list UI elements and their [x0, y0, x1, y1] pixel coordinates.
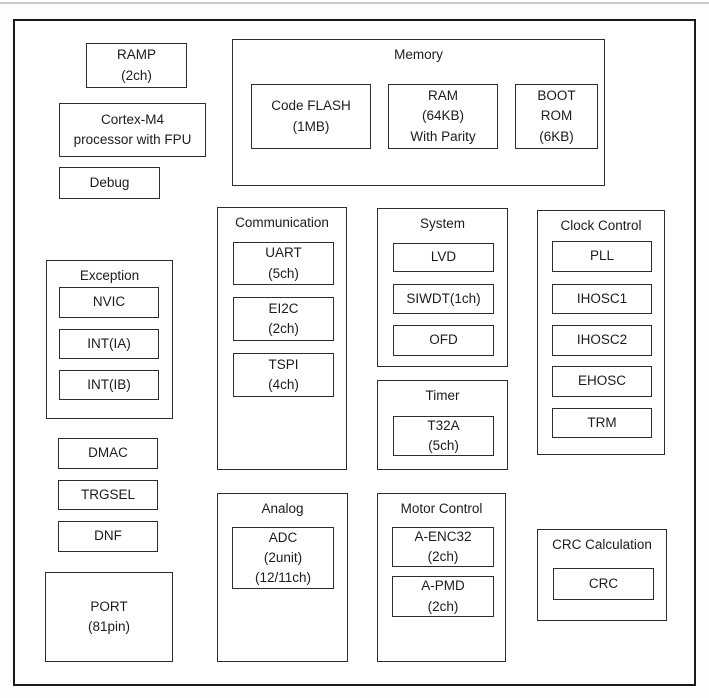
block-ehosc: EHOSC [552, 366, 652, 397]
group-memory: Memory Code FLASH (1MB) RAM (64KB) With … [232, 39, 605, 186]
group-communication-title: Communication [235, 215, 329, 230]
group-timer-title: Timer [425, 388, 460, 403]
group-analog-title: Analog [261, 501, 304, 516]
block-tspi: TSPI (4ch) [233, 353, 334, 397]
block-nvic-label: NVIC [92, 294, 126, 310]
group-clock-control: Clock Control PLL IHOSC1 IHOSC2 EHOSC TR… [537, 210, 665, 455]
block-cortex-m4: Cortex-M4 processor with FPU [59, 103, 206, 157]
block-lvd-label: LVD [430, 249, 457, 265]
block-cortex-m4-label: Cortex-M4 processor with FPU [73, 111, 192, 147]
block-a-pmd-label: A-PMD (2ch) [421, 578, 465, 614]
block-ramp: RAMP (2ch) [86, 43, 187, 88]
block-boot-rom-label: BOOT ROM (6KB) [537, 88, 576, 144]
block-dmac-label: DMAC [88, 445, 128, 461]
block-code-flash: Code FLASH (1MB) [251, 84, 371, 149]
block-lvd: LVD [393, 243, 494, 272]
block-debug-label: Debug [89, 174, 130, 190]
block-ihosc2: IHOSC2 [552, 325, 652, 356]
block-ramp-label: RAMP (2ch) [116, 47, 156, 83]
block-int-ia-label: INT(IA) [87, 335, 131, 351]
block-ihosc1: IHOSC1 [552, 284, 652, 314]
block-boot-rom: BOOT ROM (6KB) [515, 84, 598, 149]
block-dnf: DNF [58, 521, 158, 552]
group-memory-title: Memory [394, 47, 443, 62]
group-motor-control: Motor Control A-ENC32 (2ch) A-PMD (2ch) [377, 493, 506, 662]
block-ihosc2-label: IHOSC2 [576, 332, 628, 348]
group-crc-calculation-title: CRC Calculation [552, 537, 652, 552]
block-tspi-label: TSPI (4ch) [268, 356, 299, 392]
block-ei2c-label: EI2C (2ch) [268, 300, 299, 336]
block-ehosc-label: EHOSC [577, 373, 626, 389]
group-exception-title: Exception [79, 268, 140, 283]
block-ram: RAM (64KB) With Parity [388, 84, 498, 149]
group-communication: Communication UART (5ch) EI2C (2ch) TSPI… [217, 207, 347, 470]
group-timer: Timer T32A (5ch) [377, 380, 508, 470]
block-t32a-label: T32A (5ch) [427, 417, 460, 453]
block-trm-label: TRM [587, 414, 617, 430]
block-trm: TRM [552, 408, 652, 438]
block-ram-label: RAM (64KB) With Parity [410, 88, 476, 144]
group-analog: Analog ADC (2unit) (12/11ch) [217, 493, 348, 662]
group-system: System LVD SIWDT(1ch) OFD [377, 208, 508, 367]
block-int-ib: INT(IB) [59, 370, 159, 400]
group-crc-calculation: CRC Calculation CRC [537, 529, 667, 621]
block-siwdt: SIWDT(1ch) [393, 284, 494, 314]
block-int-ia: INT(IA) [59, 329, 159, 359]
group-exception: Exception NVIC INT(IA) INT(IB) [46, 260, 173, 419]
group-system-title: System [419, 216, 465, 231]
block-adc-label: ADC (2unit) (12/11ch) [254, 529, 312, 586]
block-trgsel-label: TRGSEL [80, 486, 135, 502]
block-trgsel: TRGSEL [58, 480, 158, 510]
block-crc-label: CRC [588, 575, 619, 591]
block-debug: Debug [59, 167, 160, 199]
block-t32a: T32A (5ch) [393, 416, 494, 456]
block-pll: PLL [552, 241, 652, 272]
block-nvic: NVIC [59, 287, 159, 318]
block-a-enc32-label: A-ENC32 (2ch) [414, 528, 472, 564]
block-uart-label: UART (5ch) [265, 245, 302, 281]
block-port-label: PORT (81pin) [87, 598, 131, 634]
block-dmac: DMAC [58, 438, 158, 469]
block-ofd: OFD [393, 325, 494, 356]
block-crc: CRC [553, 568, 654, 600]
block-adc: ADC (2unit) (12/11ch) [232, 527, 334, 589]
block-uart: UART (5ch) [233, 242, 334, 285]
block-dnf-label: DNF [94, 528, 122, 544]
block-siwdt-label: SIWDT(1ch) [406, 290, 481, 306]
block-a-pmd: A-PMD (2ch) [392, 576, 494, 617]
page-top-rule [0, 2, 709, 4]
block-ihosc1-label: IHOSC1 [576, 290, 628, 306]
block-port: PORT (81pin) [45, 572, 173, 662]
block-int-ib-label: INT(IB) [87, 376, 131, 392]
block-code-flash-label: Code FLASH (1MB) [271, 98, 351, 134]
group-clock-control-title: Clock Control [560, 218, 642, 233]
block-pll-label: PLL [589, 248, 615, 264]
block-a-enc32: A-ENC32 (2ch) [392, 527, 494, 567]
group-motor-control-title: Motor Control [400, 501, 483, 516]
block-ei2c: EI2C (2ch) [233, 297, 334, 341]
block-ofd-label: OFD [429, 332, 458, 348]
